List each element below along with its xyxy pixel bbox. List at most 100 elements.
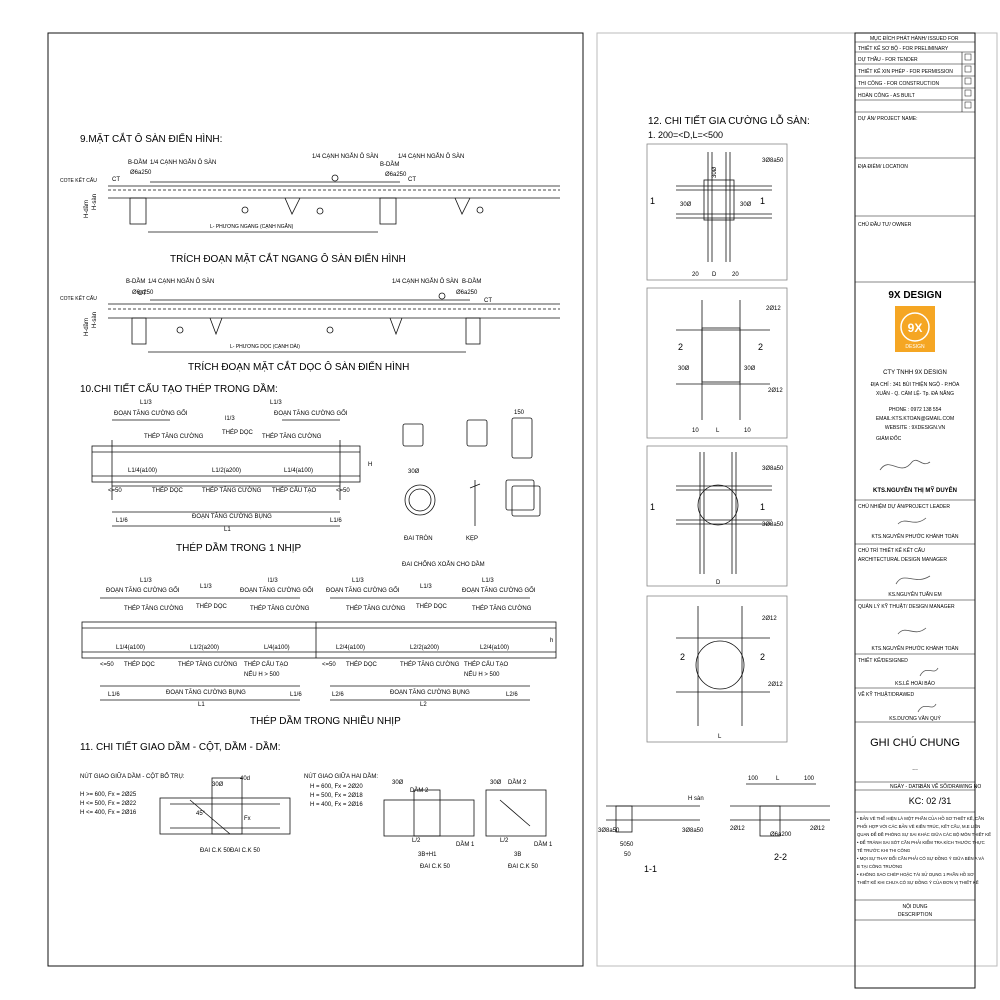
h1-30d-right: 30Ø xyxy=(740,202,752,208)
issue-checkbox-2[interactable] xyxy=(964,77,972,85)
plan2-title: TRÍCH ĐOẠN MẶT CẮT DỌC Ô SÀN ĐIỂN HÌNH xyxy=(188,360,409,373)
m-h: h xyxy=(550,638,553,644)
s-doc-top: THÉP DỌC xyxy=(222,429,254,436)
cut-212-b: 2Ø12 xyxy=(810,826,825,832)
kep-label: KẸP xyxy=(466,536,478,542)
rebar-label-3: Ø6a250 xyxy=(132,290,154,296)
hole-detail-3 xyxy=(646,445,788,587)
issue-row-3: THI CÔNG - FOR CONSTRUCTION xyxy=(858,80,939,87)
hole-detail-4 xyxy=(646,595,788,743)
nut2-dam1-a: DẦM 1 xyxy=(456,841,475,848)
section-12-subtitle: 1. 200=<D,L=<500 xyxy=(648,130,723,140)
issued-for-label: MỤC ĐÍCH PHÁT HÀNH/ ISSUED FOR xyxy=(870,35,959,42)
nut1-angle: 45° xyxy=(196,811,206,817)
adm-role-1: CHỦ TRÌ THIẾT KẾ KẾT CẤU xyxy=(858,547,925,554)
s-tc-left: THÉP TĂNG CƯỜNG xyxy=(144,433,204,440)
cote-label-2: COTE KẾT CẤU xyxy=(60,295,97,302)
h1-20b: 20 xyxy=(732,272,739,278)
note-0: • BẢN VẼ THỂ HIỆN LÀ MỘT PHẦN CỦA HỒ SƠ … xyxy=(857,816,984,821)
issue-row-0: THIẾT KẾ SƠ BỘ - FOR PRELIMINARY xyxy=(858,45,949,52)
nut2-dai-2: ĐAI C.K 50 xyxy=(508,864,539,870)
designed-name: KS.LÊ HOÀI BẢO xyxy=(895,679,935,687)
h1-20a: 20 xyxy=(692,272,699,278)
issue-checkbox-4[interactable] xyxy=(964,101,972,109)
cut-1-1: 1-1 xyxy=(644,864,657,874)
m-l24-a: L2/4(a100) xyxy=(336,645,365,651)
hole-detail-1 xyxy=(646,143,788,281)
m-cau-tao-a: THÉP CẤU TẠO xyxy=(244,661,288,668)
multi-span-beam xyxy=(81,597,557,701)
pl-signature xyxy=(897,517,927,525)
b-dam-label-2: B-DẦM xyxy=(380,161,399,168)
note-3: • ĐỂ TRÁNH SAI SÓT CẦN PHẢI KIỂM TRA KÍC… xyxy=(857,840,985,845)
company-heading: 9X DESIGN xyxy=(888,290,941,301)
cut-50: 50 xyxy=(624,852,631,858)
company-logo: 9X DESIGN xyxy=(895,306,935,352)
m-l22: L2/2(a200) xyxy=(410,645,439,651)
h3-n1-right: 1 xyxy=(760,502,765,512)
s-cau-tao: THÉP CẤU TẠO xyxy=(272,487,316,494)
ct-label-2: CT xyxy=(408,177,416,183)
h2-rebar-b: 2Ø12 xyxy=(768,388,783,394)
title-block xyxy=(855,41,975,921)
section-9-title: 9.MẶT CẮT Ô SÀN ĐIỂN HÌNH: xyxy=(80,132,222,145)
designed-signature xyxy=(919,667,939,677)
l-doc-label: L- PHƯƠNG DỌC (CẠNH DÀI) xyxy=(230,343,300,350)
b-dam-label-1: B-DẦM xyxy=(128,159,147,166)
s-l12: L1/2(a200) xyxy=(212,468,241,474)
issue-checkbox-0[interactable] xyxy=(964,53,972,61)
m-bung-a: ĐOẠN TĂNG CƯỜNG BỤNG xyxy=(166,689,246,696)
section-10: 10.CHI TIẾT CẤU TẠO THÉP TRONG DẦM: L1/3… xyxy=(80,382,557,727)
s-le50-left: <=50 xyxy=(108,488,122,494)
dm-role: QUẢN LÝ KỸ THUẬT/ DESIGN MANAGER xyxy=(858,603,955,610)
section-cuts xyxy=(606,783,830,837)
nut2-30d-b: 30Ø xyxy=(490,780,502,786)
adm-signature xyxy=(895,575,931,585)
s-h: H xyxy=(368,462,372,468)
h2-n2-right: 2 xyxy=(758,342,763,352)
s-l1: L1 xyxy=(224,527,231,533)
m-doc-a: THÉP DỌC xyxy=(196,603,228,610)
m-tc-c: THÉP TĂNG CƯỜNG xyxy=(346,605,406,612)
ct-label-1: CT xyxy=(112,177,120,183)
dm-name: KTS.NGUYỄN PHƯỚC KHÁNH TOÀN xyxy=(872,645,959,652)
s-le50-right: <=50 xyxy=(336,488,350,494)
s-l14-right: L1/4(a100) xyxy=(284,468,313,474)
director-role: GIÁM ĐỐC xyxy=(876,435,902,442)
h-dam-label-2: H-dầm xyxy=(84,318,90,336)
single-span-title: THÉP DẦM TRONG 1 NHỊP xyxy=(176,541,302,554)
cut-6a200: Ø6a200 xyxy=(770,832,792,838)
s-l16-right: L1/6 xyxy=(330,518,342,524)
logo-big-text: 9X xyxy=(908,321,923,335)
quarter-label-3: 1/4 CẠNH NGẮN Ô SÀN xyxy=(398,152,464,160)
h1-30d-top: 30Ø xyxy=(712,166,718,178)
nut2-3bh1: 3B+H1 xyxy=(418,852,437,858)
m-l13-c: L1/3 xyxy=(352,578,364,584)
issue-checkbox-1[interactable] xyxy=(964,65,972,73)
stirrup-details xyxy=(402,417,541,526)
h4-L: L xyxy=(718,734,722,740)
m-goi-c: ĐOẠN TĂNG CƯỜNG GỐI xyxy=(326,587,400,594)
nut1-l3: H <= 400, Fx = 2Ø16 xyxy=(80,810,137,816)
m-l13-a: L1/3 xyxy=(140,578,152,584)
m-l26-a: L2/6 xyxy=(332,692,344,698)
h2-30d-left: 30Ø xyxy=(678,366,690,372)
note-8: THIẾT KẾ KHI CHƯA CÓ SỰ ĐỒNG Ý CỦA ĐƠN V… xyxy=(857,880,979,885)
issue-checkbox-3[interactable] xyxy=(964,89,972,97)
note-4: TẾ TRƯỚC KHI THI CÔNG xyxy=(857,848,911,853)
sheet-left-frame xyxy=(47,32,584,967)
section-10-title: 10.CHI TIẾT CẤU TẠO THÉP TRONG DẦM: xyxy=(80,382,278,395)
nut2-dam2-b: DẦM 2 xyxy=(508,779,527,786)
dm-signature xyxy=(897,627,927,635)
m-l14-a: L1/4(a100) xyxy=(116,645,145,651)
pl-role: CHỦ NHIỆM DỰ ÁN/PROJECT LEADER xyxy=(858,502,950,510)
m-cau-tao-b: THÉP CẤU TẠO xyxy=(464,661,508,668)
section-12-title: 12. CHI TIẾT GIA CƯỜNG LỖ SÀN: xyxy=(648,114,810,127)
address-1: ĐỊA CHỈ : 341 BÙI THIỆN NGỘ - P.HÒA xyxy=(871,380,960,388)
s-doc-bottom: THÉP DỌC xyxy=(152,487,184,494)
h-san-label-2: H-sàn xyxy=(92,312,98,328)
h1-rebar: 3Ø8a50 xyxy=(762,158,784,164)
m-tc-b: THÉP TĂNG CƯỜNG xyxy=(250,605,310,612)
nut2-dam1-b: DẦM 1 xyxy=(534,841,553,848)
section-11: 11. CHI TIẾT GIAO DẦM - CỘT, DẦM - DẦM: … xyxy=(80,740,553,870)
